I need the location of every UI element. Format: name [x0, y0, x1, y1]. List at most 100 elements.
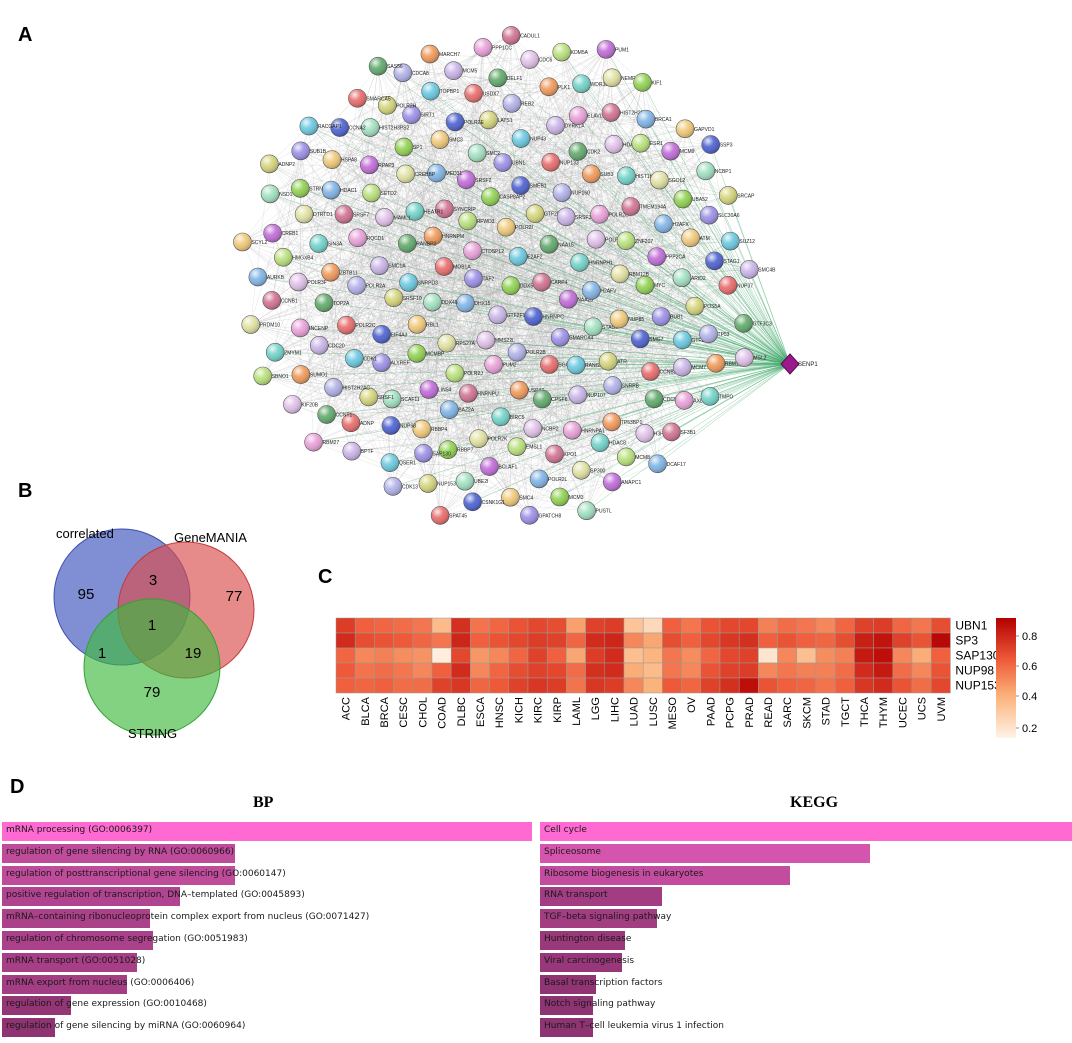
heatmap-col-label: PRAD: [744, 697, 756, 728]
network-node: NSD1: [260, 184, 293, 204]
heatmap-cell: [662, 632, 682, 649]
heatmap-cell: [796, 662, 817, 679]
svg-text:SAS56: SAS56: [387, 64, 403, 70]
network-node: CCNB1: [262, 291, 298, 310]
heatmap-cell: [758, 632, 778, 649]
heatmap-cell: [700, 677, 721, 694]
svg-text:HMGXB4: HMGXB4: [292, 255, 313, 261]
heatmap-cell: [719, 677, 740, 694]
network-node: HEATR1: [405, 202, 443, 221]
network-node: GTF2F2: [525, 204, 563, 223]
heatmap-cell: [354, 647, 375, 664]
svg-text:NUP37: NUP37: [737, 283, 753, 289]
network-node: H2AFX: [654, 214, 689, 234]
heatmap-cell: [431, 677, 452, 694]
network-node: TOP2A: [314, 293, 350, 313]
heatmap-cell: [604, 632, 625, 649]
svg-text:SRSF2: SRSF2: [475, 178, 491, 184]
svg-text:PUM2: PUM2: [503, 362, 517, 368]
svg-text:RBBP7: RBBP7: [457, 448, 474, 454]
heatmap-col-label: CHOL: [417, 697, 429, 728]
heatmap-col-label: THYM: [878, 697, 890, 728]
enrichment-bar-row: Viral carcinogenesis: [540, 952, 1072, 972]
heatmap-cell: [527, 662, 548, 679]
network-node: QSER1: [380, 453, 416, 472]
svg-text:MCM7: MCM7: [691, 365, 706, 371]
network-node: ZMYM1: [265, 342, 302, 362]
svg-text:ZNF207: ZNF207: [635, 239, 653, 245]
heatmap-cell: [873, 662, 894, 679]
svg-text:HIST2H3PS2: HIST2H3PS2: [379, 126, 409, 132]
svg-text:BRCA1: BRCA1: [655, 117, 672, 123]
network-node: NCBP2: [523, 419, 559, 438]
heatmap-cell: [815, 677, 836, 694]
svg-text:TP53BP1: TP53BP1: [621, 420, 643, 426]
network-node: SMEB1: [511, 176, 547, 195]
network-node: ADNP: [341, 413, 375, 433]
hub-node: SENP1: [780, 353, 818, 375]
network-node: MSL2: [735, 348, 767, 367]
heatmap-cell: [623, 617, 644, 634]
heatmap-col-label: CESC: [398, 697, 410, 728]
svg-text:MAML1: MAML1: [394, 215, 411, 221]
svg-text:RBM12B: RBM12B: [629, 272, 650, 278]
svg-text:HNRNPH1: HNRNPH1: [589, 260, 613, 266]
network-node: GTF3C3: [734, 314, 772, 333]
svg-text:AURKB: AURKB: [267, 275, 285, 281]
heatmap-cells: [335, 617, 951, 694]
heatmap-cell: [508, 677, 529, 694]
heatmap-cell: [527, 647, 548, 664]
heatmap-col-label: COAD: [437, 697, 449, 729]
heatmap-col-label: KICH: [513, 697, 525, 723]
venn-count-string-only: 79: [144, 684, 161, 701]
heatmap-cell: [834, 632, 855, 649]
network-node: XPO1: [545, 444, 577, 464]
heatmap-row-label: NUP98: [955, 664, 994, 678]
svg-text:NAA15: NAA15: [558, 242, 574, 248]
heatmap-cell: [566, 632, 586, 649]
svg-text:DHX15: DHX15: [474, 301, 490, 307]
svg-text:POLR2G: POLR2G: [609, 212, 629, 218]
network-node: EMSL1: [507, 437, 543, 456]
svg-text:POLR2E: POLR2E: [464, 120, 484, 126]
svg-text:NUP98: NUP98: [400, 424, 416, 430]
ppi-network: DDX5TAF2E2AF2GTF2F1CTDSPL2CARP4DHX15POLR…: [233, 26, 818, 525]
svg-text:RPS27A: RPS27A: [456, 341, 476, 347]
svg-text:PUM1: PUM1: [615, 47, 629, 53]
heatmap-col-label: KIRP: [552, 697, 564, 723]
network-node: CDK1: [345, 349, 377, 368]
heatmap-col-label: PCPG: [725, 697, 737, 728]
heatmap-cell: [546, 632, 567, 649]
heatmap-cell: [681, 617, 702, 634]
svg-text:PPP2CA: PPP2CA: [666, 255, 686, 261]
svg-text:CDK2: CDK2: [587, 149, 601, 155]
heatmap-cell: [508, 617, 529, 634]
heatmap-cell: [412, 647, 433, 664]
enrichment-bar-label: mRNA processing (GO:0006397): [6, 825, 153, 835]
heatmap-cell: [470, 647, 490, 664]
enrichment-bar-row: mRNA export from nucleus (GO:0006406): [2, 974, 532, 994]
heatmap-col-label: PAAD: [705, 697, 717, 726]
network-node: MCMBP: [407, 344, 445, 363]
network-node: KIF1: [633, 73, 662, 92]
heatmap-cell: [681, 677, 702, 694]
heatmap-cell: [777, 647, 798, 664]
svg-text:BUB1: BUB1: [670, 315, 683, 321]
svg-text:STRN: STRN: [309, 186, 323, 192]
enrichment-bar-row: Ribosome biogenesis in eukaryotes: [540, 865, 1072, 885]
svg-text:UBA52: UBA52: [692, 197, 708, 203]
svg-text:POLR2A: POLR2A: [366, 283, 386, 289]
svg-text:SP300: SP300: [590, 468, 605, 474]
svg-text:H2AFV: H2AFV: [600, 288, 617, 294]
network-node: RPS27A: [437, 333, 476, 353]
svg-text:CCNB1: CCNB1: [281, 298, 298, 304]
enrichment-bar-label: Spliceosome: [544, 846, 601, 857]
svg-text:RANGAP1: RANGAP1: [585, 363, 609, 369]
heatmap-col-label: THCA: [859, 696, 871, 727]
heatmap-col-label: TGCT: [840, 697, 852, 727]
enrichment-bar-row: Notch signaling pathway: [540, 996, 1072, 1016]
network-node: SNRPD3: [399, 273, 438, 292]
network-node: POLR2B: [507, 342, 546, 362]
enrichment-bar-label: regulation of gene silencing by miRNA (G…: [6, 1021, 246, 1032]
panel-label-d: D: [10, 776, 25, 798]
